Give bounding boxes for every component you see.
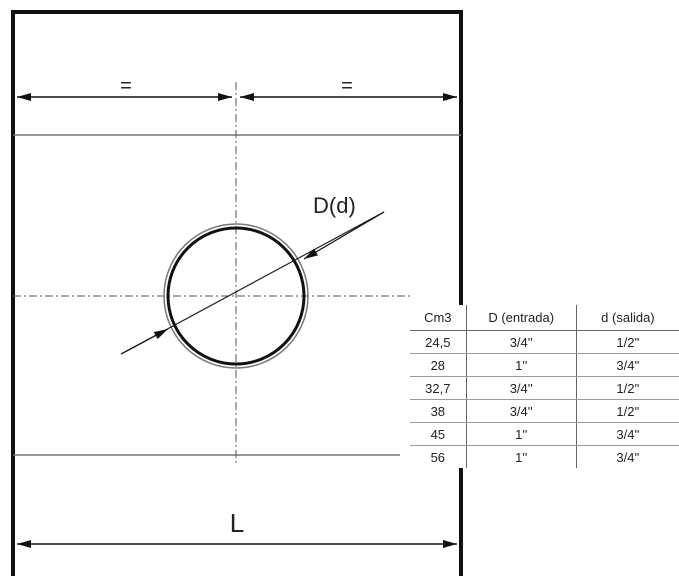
header-capacity: Cm3 — [410, 305, 467, 331]
table-row: 32,7 3/4'' 1/2'' — [410, 376, 679, 400]
cell-inlet: 1'' — [465, 445, 577, 468]
equal-sign-left: = — [120, 75, 132, 97]
table-header-row: Cm3 D (entrada) d (salida) — [410, 305, 679, 331]
cell-inlet: 3/4'' — [465, 376, 577, 400]
table-row: 56 1'' 3/4'' — [410, 445, 679, 468]
port-circle-outer — [163, 223, 309, 369]
cell-outlet: 3/4'' — [575, 353, 679, 377]
cell-capacity: 38 — [410, 399, 467, 423]
table-row: 28 1'' 3/4'' — [410, 353, 679, 377]
table-row: 24,5 3/4'' 1/2'' — [410, 330, 679, 354]
diameter-arrow-lower — [120, 328, 169, 355]
cell-capacity: 24,5 — [410, 330, 467, 354]
body-outline — [11, 10, 463, 576]
table-row: 45 1'' 3/4'' — [410, 422, 679, 446]
port-circle — [166, 226, 306, 366]
cell-capacity: 28 — [410, 353, 467, 377]
diameter-arrow-upper — [303, 211, 385, 260]
table-row: 38 3/4'' 1/2'' — [410, 399, 679, 423]
cell-outlet: 1/2'' — [575, 330, 679, 354]
header-inlet-diameter: D (entrada) — [465, 305, 577, 331]
cell-outlet: 3/4'' — [575, 422, 679, 446]
cell-capacity: 45 — [410, 422, 467, 446]
cell-inlet: 3/4'' — [465, 330, 577, 354]
diameter-label: D(d) — [313, 193, 356, 218]
cell-outlet: 1/2'' — [575, 399, 679, 423]
cell-capacity: 56 — [430, 449, 446, 465]
header-outlet-diameter: d (salida) — [575, 305, 679, 331]
cell-outlet: 1/2'' — [575, 376, 679, 400]
cell-inlet: 3/4'' — [465, 399, 577, 423]
cell-capacity: 32,7 — [410, 376, 467, 400]
cell-inlet: 1'' — [465, 422, 577, 446]
equal-sign-right: = — [341, 75, 353, 97]
cell-inlet: 1'' — [465, 353, 577, 377]
length-label: L — [230, 508, 244, 538]
cell-outlet: 3/4'' — [575, 445, 679, 468]
capacity-table: Cm3 D (entrada) d (salida) 24,5 3/4'' 1/… — [410, 305, 679, 468]
